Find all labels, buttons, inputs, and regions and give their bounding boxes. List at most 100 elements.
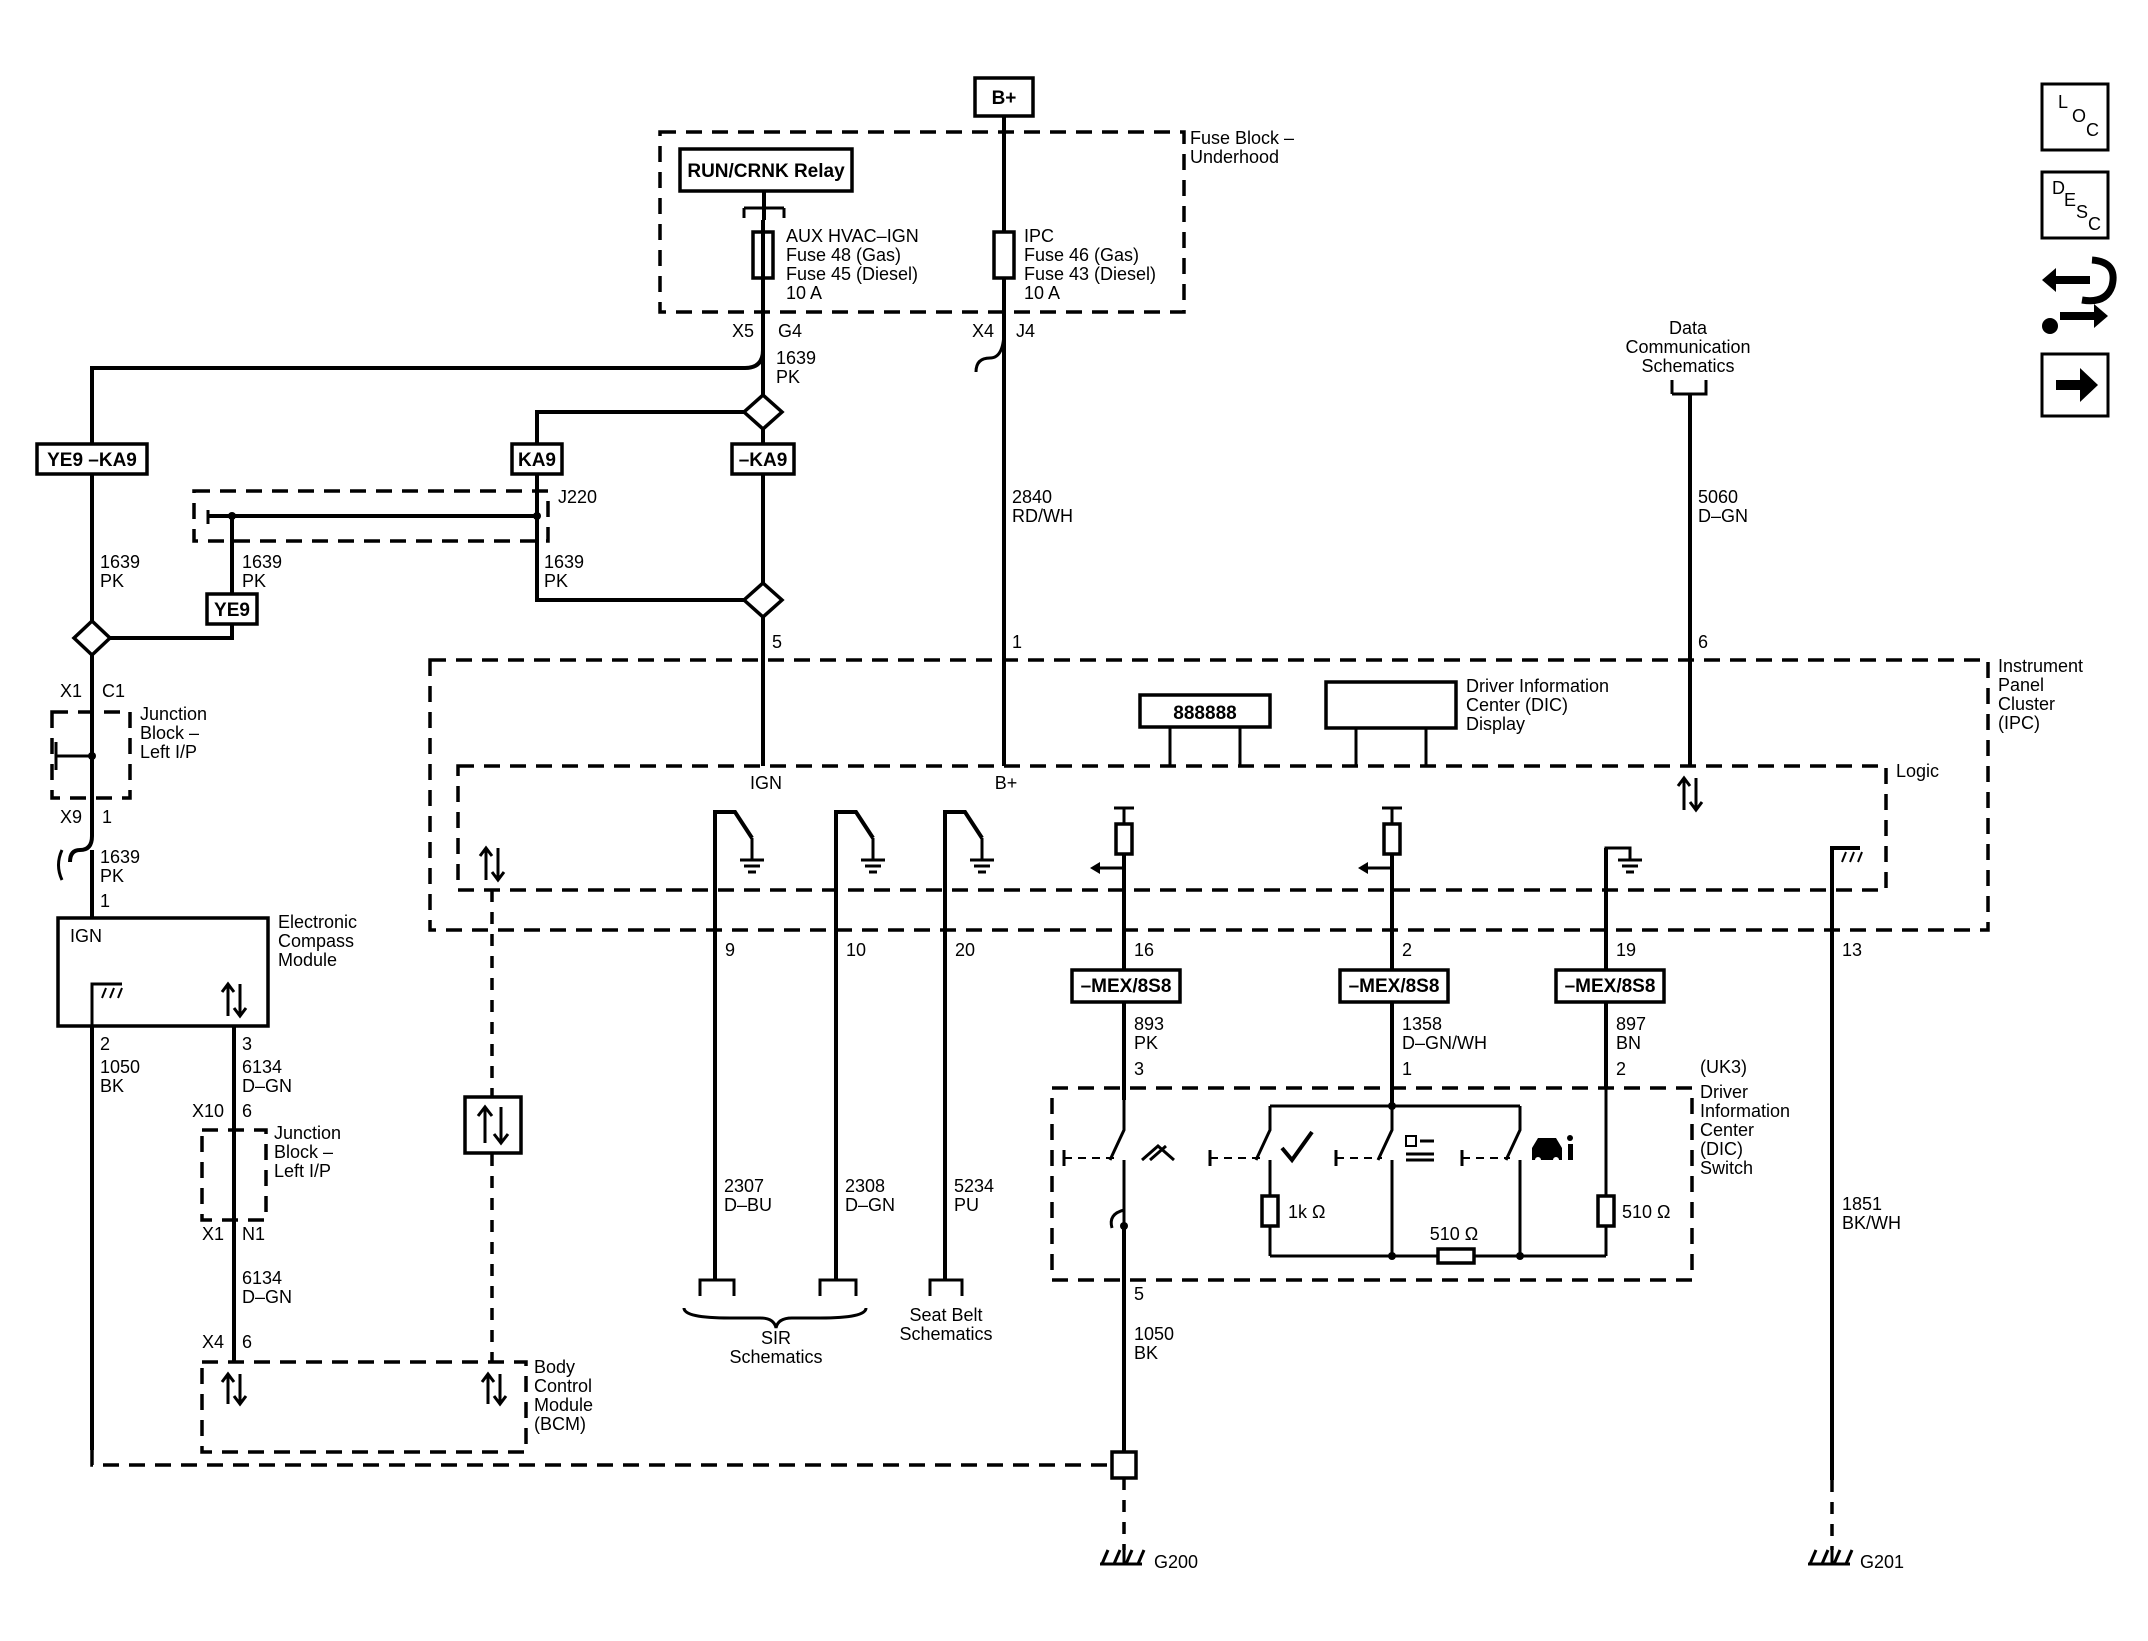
svg-text:S: S bbox=[2076, 202, 2088, 222]
svg-text:Block –: Block – bbox=[140, 723, 199, 743]
electronic-compass-module: IGN Electronic Compass Module bbox=[56, 912, 357, 1028]
svg-text:Logic: Logic bbox=[1896, 761, 1939, 781]
svg-text:D–GN: D–GN bbox=[242, 1287, 292, 1307]
svg-text:1639: 1639 bbox=[100, 552, 140, 572]
svg-text:1639: 1639 bbox=[100, 847, 140, 867]
svg-text:C1: C1 bbox=[102, 681, 125, 701]
svg-text:X1: X1 bbox=[60, 681, 82, 701]
dic-display: Driver Information Center (DIC) Display bbox=[1324, 676, 1609, 766]
description-button[interactable]: D E S C bbox=[2040, 170, 2110, 240]
svg-text:Junction: Junction bbox=[274, 1123, 341, 1143]
svg-text:893: 893 bbox=[1134, 1014, 1164, 1034]
svg-text:RD/WH: RD/WH bbox=[1012, 506, 1073, 526]
svg-text:X10: X10 bbox=[192, 1101, 224, 1121]
svg-text:5060: 5060 bbox=[1698, 487, 1738, 507]
svg-text:J220: J220 bbox=[558, 487, 597, 507]
svg-text:PK: PK bbox=[1134, 1033, 1158, 1053]
svg-text:Center: Center bbox=[1700, 1120, 1754, 1140]
splice-top bbox=[741, 392, 785, 432]
svg-text:SIR: SIR bbox=[761, 1328, 791, 1348]
ground-19 bbox=[1604, 846, 1642, 930]
svg-text:PK: PK bbox=[242, 571, 266, 591]
splice-left bbox=[71, 618, 113, 658]
svg-text:Center (DIC): Center (DIC) bbox=[1466, 695, 1568, 715]
svg-text:Instrument: Instrument bbox=[1998, 656, 2083, 676]
svg-text:10 A: 10 A bbox=[786, 283, 822, 303]
svg-text:13: 13 bbox=[1842, 940, 1862, 960]
svg-text:Schematics: Schematics bbox=[899, 1324, 992, 1344]
svg-text:Driver Information: Driver Information bbox=[1466, 676, 1609, 696]
option-not-ka9: –KA9 bbox=[730, 442, 796, 476]
svg-text:(BCM): (BCM) bbox=[534, 1414, 586, 1434]
svg-text:897: 897 bbox=[1616, 1014, 1646, 1034]
svg-text:Seat Belt: Seat Belt bbox=[909, 1305, 982, 1325]
svg-text:888888: 888888 bbox=[1173, 703, 1236, 724]
svg-text:2308: 2308 bbox=[845, 1176, 885, 1196]
svg-text:1: 1 bbox=[1402, 1059, 1412, 1079]
svg-text:YE9 –KA9: YE9 –KA9 bbox=[47, 450, 137, 471]
svg-text:Switch: Switch bbox=[1700, 1158, 1753, 1178]
svg-text:3: 3 bbox=[1134, 1059, 1144, 1079]
svg-text:Cluster: Cluster bbox=[1998, 694, 2055, 714]
svg-text:Control: Control bbox=[534, 1376, 592, 1396]
svg-text:(UK3): (UK3) bbox=[1700, 1057, 1747, 1077]
svg-text:G201: G201 bbox=[1860, 1552, 1904, 1572]
troubleshoot-button[interactable] bbox=[2042, 256, 2117, 334]
ipc-logic bbox=[456, 764, 1888, 892]
svg-text:6: 6 bbox=[1698, 632, 1708, 652]
svg-text:1639: 1639 bbox=[776, 348, 816, 368]
svg-text:D–GN/WH: D–GN/WH bbox=[1402, 1033, 1487, 1053]
svg-text:2: 2 bbox=[100, 1034, 110, 1054]
splice-g200 bbox=[1110, 1450, 1138, 1480]
instrument-panel-cluster: Instrument Panel Cluster (IPC) 888888 Dr… bbox=[428, 656, 2083, 932]
svg-text:B+: B+ bbox=[995, 773, 1018, 793]
svg-text:–MEX/8S8: –MEX/8S8 bbox=[1565, 976, 1656, 997]
battery-positive: B+ bbox=[973, 76, 1035, 118]
svg-text:Schematics: Schematics bbox=[1641, 356, 1734, 376]
svg-text:2307: 2307 bbox=[724, 1176, 764, 1196]
option-mex-16: –MEX/8S8 bbox=[1070, 968, 1182, 1004]
svg-text:1639: 1639 bbox=[544, 552, 584, 572]
svg-text:IGN: IGN bbox=[70, 926, 102, 946]
svg-text:5234: 5234 bbox=[954, 1176, 994, 1196]
location-button[interactable]: L O C bbox=[2040, 82, 2110, 152]
svg-text:Panel: Panel bbox=[1998, 675, 2044, 695]
ground-g201: G201 bbox=[1808, 1549, 1904, 1572]
svg-text:Schematics: Schematics bbox=[729, 1347, 822, 1367]
fuse-block-underhood: Fuse Block – Underhood RUN/CRNK Relay AU… bbox=[658, 128, 1294, 314]
ipc-serial-arrows-icon bbox=[1676, 775, 1704, 813]
svg-text:D–BU: D–BU bbox=[724, 1195, 772, 1215]
next-button[interactable] bbox=[2040, 352, 2110, 418]
option-ye9: YE9 bbox=[205, 592, 259, 626]
svg-text:Communication: Communication bbox=[1625, 337, 1750, 357]
svg-text:Fuse 43 (Diesel): Fuse 43 (Diesel) bbox=[1024, 264, 1156, 284]
input-switch-20 bbox=[943, 810, 994, 930]
svg-text:Fuse 45 (Diesel): Fuse 45 (Diesel) bbox=[786, 264, 918, 284]
svg-text:Compass: Compass bbox=[278, 931, 354, 951]
sir-schematics-ref: SIR Schematics bbox=[682, 1278, 868, 1367]
option-mex-2: –MEX/8S8 bbox=[1338, 968, 1450, 1004]
svg-text:Fuse 48 (Gas): Fuse 48 (Gas) bbox=[786, 245, 901, 265]
seat-belt-schematics-ref: Seat Belt Schematics bbox=[899, 1278, 993, 1344]
dim-icon bbox=[1141, 1144, 1175, 1162]
svg-text:Module: Module bbox=[278, 950, 337, 970]
ground-13 bbox=[1830, 846, 1863, 930]
fuse-ipc: IPC Fuse 46 (Gas) Fuse 43 (Diesel) 10 A bbox=[992, 132, 1156, 312]
svg-text:N1: N1 bbox=[242, 1224, 265, 1244]
svg-text:–MEX/8S8: –MEX/8S8 bbox=[1349, 976, 1440, 997]
svg-text:2: 2 bbox=[1402, 940, 1412, 960]
pin-g4: G4 bbox=[778, 321, 802, 341]
svg-text:1050: 1050 bbox=[100, 1057, 140, 1077]
splice-bottom bbox=[741, 580, 785, 620]
pullup-2 bbox=[1358, 806, 1402, 930]
svg-text:X9: X9 bbox=[60, 807, 82, 827]
svg-text:PK: PK bbox=[100, 571, 124, 591]
ground-g200: G200 bbox=[1100, 1549, 1198, 1572]
fuse-aux-hvac: AUX HVAC–IGN Fuse 48 (Gas) Fuse 45 (Dies… bbox=[751, 220, 919, 312]
svg-text:Body: Body bbox=[534, 1357, 575, 1377]
svg-text:Data: Data bbox=[1669, 318, 1708, 338]
serial-data-icon bbox=[463, 1095, 523, 1155]
svg-text:PK: PK bbox=[544, 571, 568, 591]
svg-text:5: 5 bbox=[1134, 1284, 1144, 1304]
